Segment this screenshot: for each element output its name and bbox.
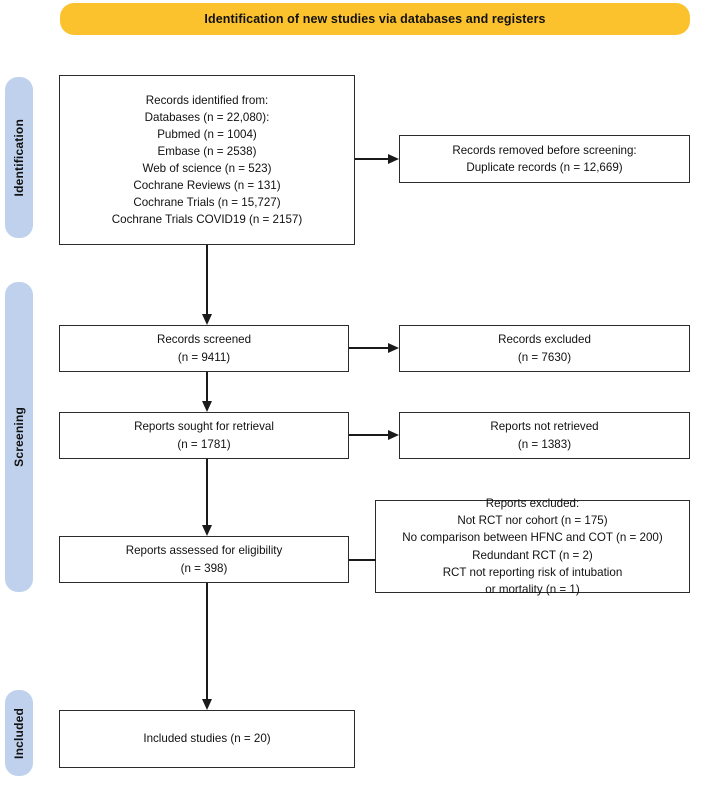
connector-eligibility-to-included [206, 583, 208, 699]
stage-label-included: Included [12, 707, 26, 759]
connector-screened-to-excluded [349, 347, 388, 349]
box-records-identified: Records identified from: Databases (n = … [59, 75, 355, 245]
arrowhead-sought-to-eligibility [201, 525, 212, 536]
box-included-studies: Included studies (n = 20) [59, 710, 355, 768]
stage-label-identification: Identification [12, 118, 26, 197]
stage-label-screening: Screening [12, 407, 26, 467]
box-records-screened: Records screened (n = 9411) [59, 325, 349, 372]
connector-sought-to-not-retrieved [349, 434, 388, 436]
arrowhead-identified-to-screened [201, 314, 212, 325]
stage-tab-identification: Identification [5, 77, 33, 238]
box-reports-excluded-reasons-text: Reports excluded: Not RCT nor cohort (n … [402, 497, 663, 596]
connector-screened-to-sought [206, 372, 208, 401]
box-reports-assessed-eligibility-text: Reports assessed for eligibility (n = 39… [125, 544, 283, 575]
arrowhead-sought-to-not-retrieved [388, 429, 399, 440]
box-records-removed: Records removed before screening: Duplic… [399, 135, 690, 183]
box-records-removed-text: Records removed before screening: Duplic… [452, 143, 637, 174]
box-reports-not-retrieved-text: Reports not retrieved (n = 1383) [490, 420, 599, 451]
box-reports-excluded-reasons: Reports excluded: Not RCT nor cohort (n … [375, 497, 690, 596]
header-title: Identification of new studies via databa… [204, 12, 546, 26]
connector-eligibility-to-reports-excluded [349, 559, 376, 561]
box-reports-sought-text: Reports sought for retrieval (n = 1781) [134, 420, 274, 451]
connector-identified-to-screened [206, 245, 208, 314]
arrowhead-identified-to-duplicates [388, 153, 399, 164]
arrowhead-screened-to-sought [201, 401, 212, 412]
arrowhead-screened-to-excluded [388, 342, 399, 353]
box-records-excluded: Records excluded (n = 7630) [399, 325, 690, 372]
arrowhead-eligibility-to-included [201, 699, 212, 710]
box-reports-not-retrieved: Reports not retrieved (n = 1383) [399, 412, 690, 459]
stage-tab-screening: Screening [5, 282, 33, 592]
stage-tab-included: Included [5, 690, 33, 776]
connector-identified-to-duplicates [355, 158, 388, 160]
box-records-identified-text: Records identified from: Databases (n = … [111, 93, 303, 227]
box-records-excluded-text: Records excluded (n = 7630) [498, 333, 591, 364]
connector-sought-to-eligibility [206, 459, 208, 525]
header-banner: Identification of new studies via databa… [60, 3, 690, 35]
box-included-studies-text: Included studies (n = 20) [143, 732, 271, 746]
box-reports-sought: Reports sought for retrieval (n = 1781) [59, 412, 349, 459]
box-reports-assessed-eligibility: Reports assessed for eligibility (n = 39… [59, 536, 349, 583]
box-records-screened-text: Records screened (n = 9411) [156, 333, 252, 364]
